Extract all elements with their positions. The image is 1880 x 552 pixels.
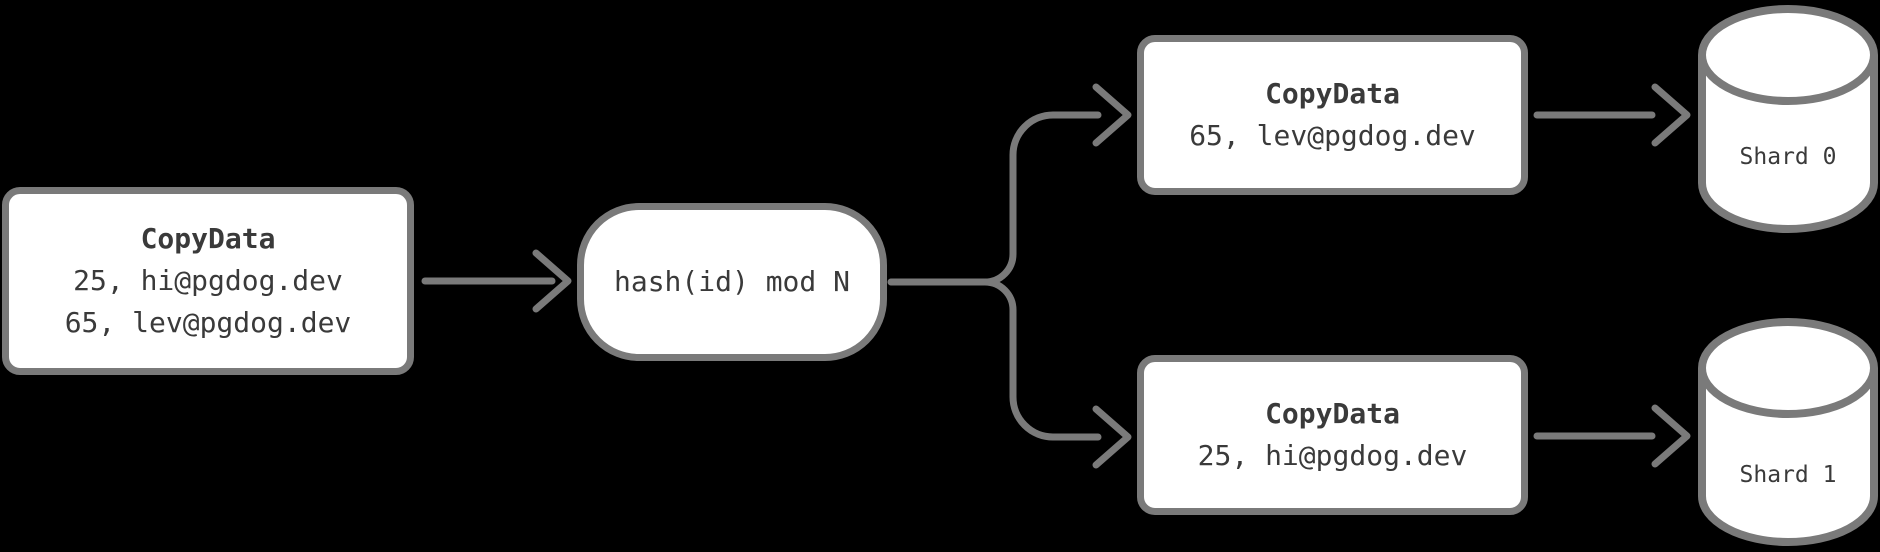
node-title: CopyData — [140, 222, 276, 255]
database-cylinder-icon — [1698, 5, 1878, 233]
node-row: 65, lev@pgdog.dev — [64, 306, 352, 339]
node-row: 25, hi@pgdog.dev — [73, 264, 343, 297]
node-row: 25, hi@pgdog.dev — [1197, 439, 1468, 472]
database-cylinder-icon — [1698, 318, 1878, 546]
node-title: CopyData — [1265, 77, 1400, 110]
arrow-shard0-head — [1651, 83, 1691, 147]
shard-label: Shard 1 — [1739, 462, 1837, 488]
fork-branch-top — [981, 111, 1102, 286]
shard1-copydata-node: CopyData 25, hi@pgdog.dev — [1137, 355, 1528, 515]
node-row: 65, lev@pgdog.dev — [1189, 119, 1476, 152]
input-copydata-node: CopyData 25, hi@pgdog.dev 65, lev@pgdog.… — [2, 187, 414, 375]
arrow-input-to-hash-head — [532, 249, 572, 313]
shard-label: Shard 0 — [1739, 144, 1837, 170]
node-label: hash(id) mod N — [613, 265, 850, 298]
shard0-database-node: Shard 0 — [1698, 3, 1878, 235]
shard1-database-node: Shard 1 — [1698, 316, 1878, 548]
arrow-top-branch-head — [1092, 83, 1132, 147]
shard0-copydata-node: CopyData 65, lev@pgdog.dev — [1137, 35, 1528, 195]
node-title: CopyData — [1265, 397, 1400, 430]
fork-branch-bottom — [981, 278, 1102, 441]
arrow-bottom-branch-head — [1092, 405, 1132, 469]
arrow-shard1-head — [1651, 404, 1691, 468]
hash-function-node: hash(id) mod N — [577, 203, 887, 361]
